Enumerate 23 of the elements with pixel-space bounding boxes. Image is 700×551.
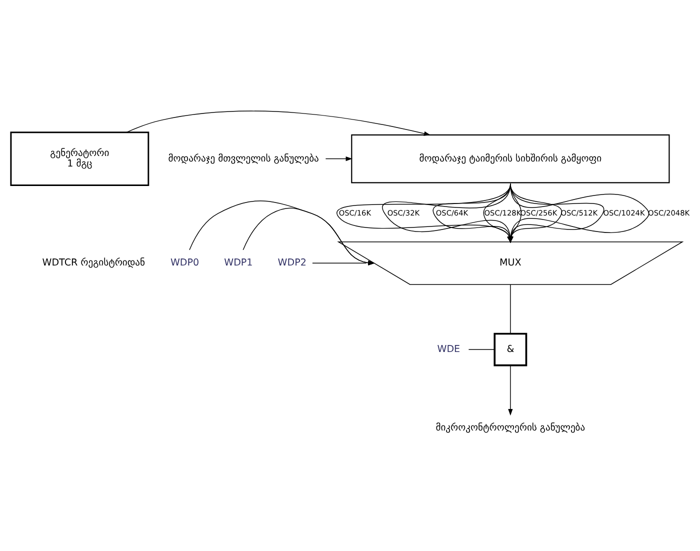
edge-label: OSC/32K	[387, 208, 420, 217]
node-box: მოდარაჯე ტაიმერის სიხშირის გამყოფი	[351, 134, 670, 183]
edge-label: OSC/1024K	[603, 208, 645, 217]
label: WDTCR რეგისტრიდან	[42, 257, 146, 268]
arrow	[189, 200, 375, 265]
node-text: მოდარაჯე მთვლელის განულება	[168, 152, 319, 164]
node-box: &	[494, 332, 528, 366]
arrow	[508, 364, 513, 416]
connector	[510, 284, 511, 334]
arrow	[126, 110, 431, 136]
arrow	[325, 156, 352, 161]
node-text: WDP2	[278, 257, 306, 268]
edge-label: OSC/64K	[436, 208, 468, 217]
arrow	[242, 207, 375, 265]
node-text: WDP0	[170, 257, 200, 268]
node-box: გენერატორი 1 მგც	[10, 131, 150, 186]
edge-label: OSC/16K	[338, 208, 372, 217]
arrow	[312, 260, 375, 265]
node-text: მიკროკონტროლერის განულება	[436, 422, 586, 433]
node-text: WDP1	[224, 257, 253, 268]
connector	[468, 348, 495, 350]
node-text: WDE	[437, 344, 460, 355]
edge-label: OSC/2048K	[648, 208, 690, 217]
